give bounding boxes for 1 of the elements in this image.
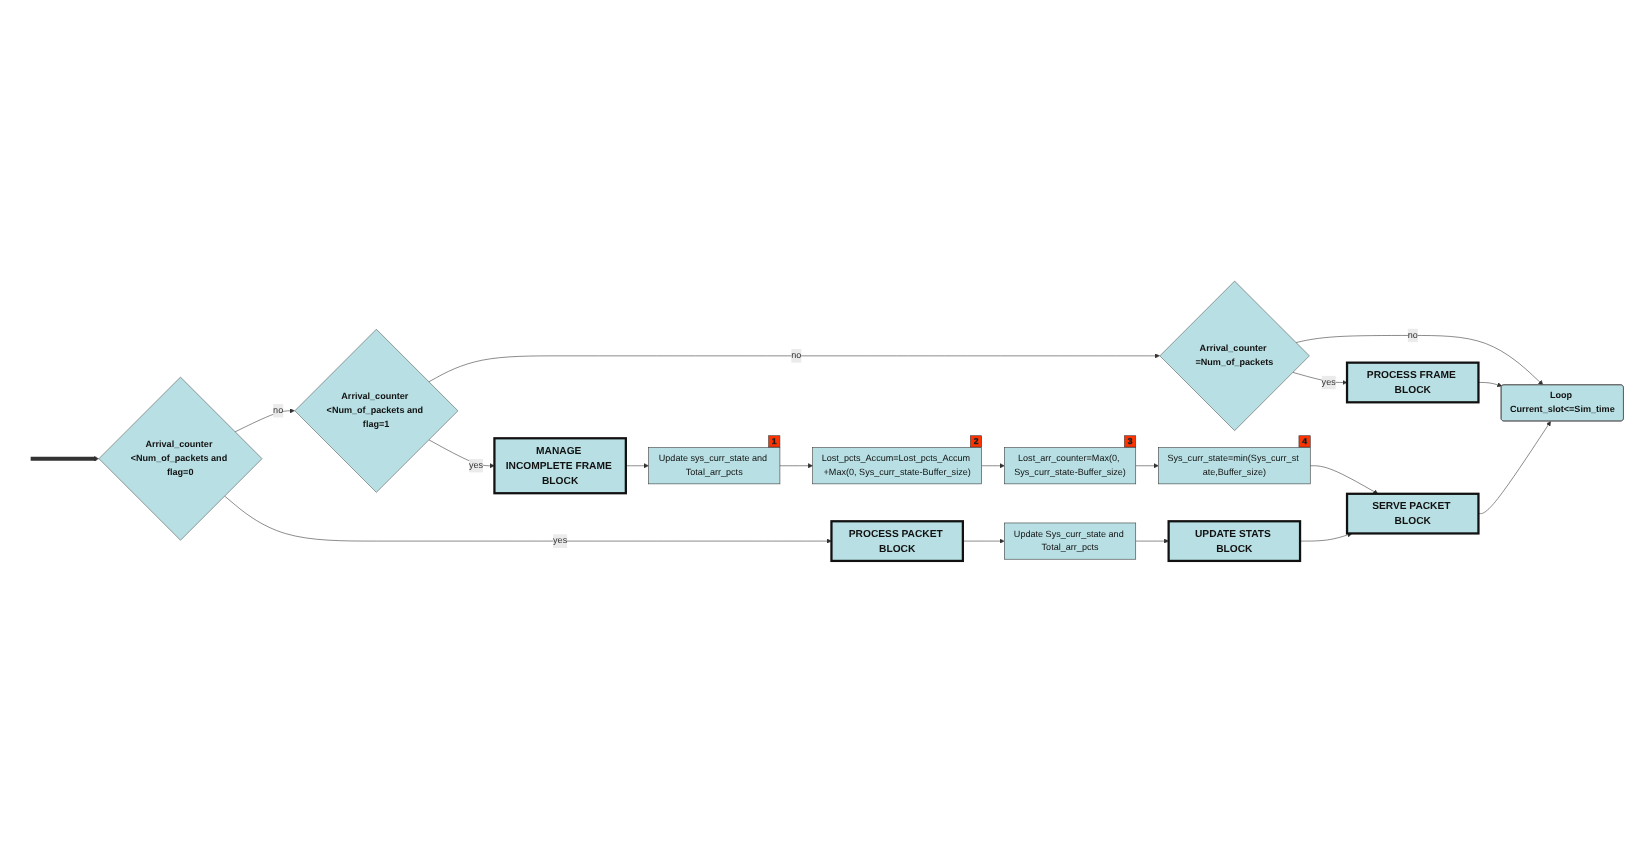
arrow: [30, 456, 99, 462]
